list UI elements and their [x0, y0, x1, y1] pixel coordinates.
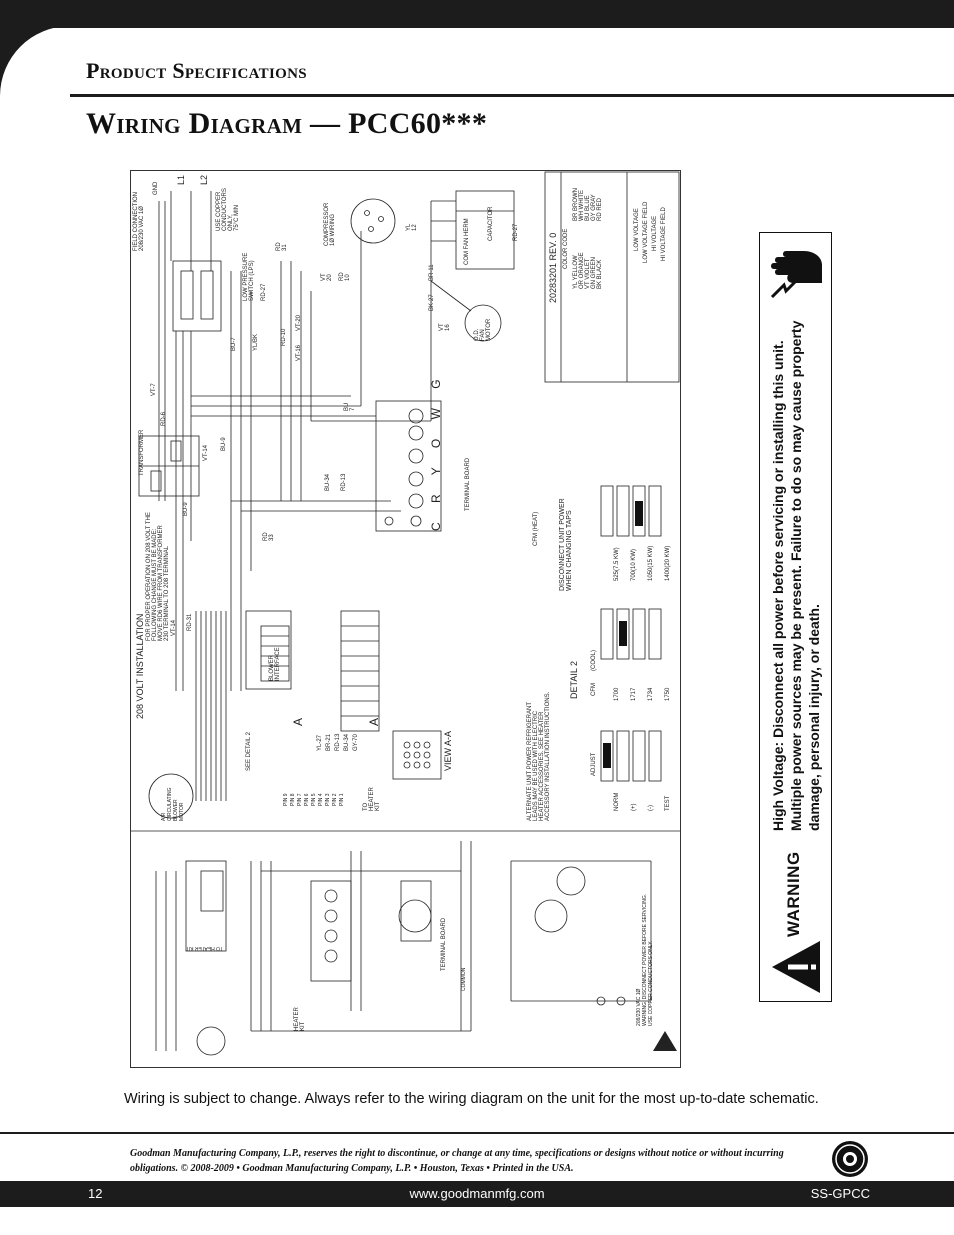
gnd-label: GND [153, 181, 159, 195]
copper-note: USE COPPER CONDUCTORS ONLY, 75°C MIN [216, 188, 240, 231]
wire-rd33: RD 33 [263, 532, 275, 541]
warning-lead: High Voltage: [770, 741, 786, 831]
revision-label: 20283201 REV. 0 [548, 232, 558, 303]
view-aa-label: VIEW A-A [443, 730, 453, 771]
wire-rd10b: RD-10 [281, 328, 287, 346]
wire-yl12: YL 12 [406, 223, 418, 231]
warning-label: WARNING [784, 851, 803, 937]
warning-triangle-icon [772, 941, 820, 993]
wire-bu9: BU-9 [221, 437, 227, 451]
alternate-note: ALTERNATE UNIT POWER REFRIGERANT LEADS M… [527, 691, 551, 821]
cfm-heat-label: CFM (HEAT) [533, 511, 539, 546]
goodman-seal-icon [832, 1141, 868, 1177]
electric-shock-icon [770, 251, 822, 299]
wire-bu9b: BU-9 [183, 502, 189, 516]
section-a-marker-2: A [367, 717, 381, 726]
wire-rd31b: RD-31 [187, 613, 193, 631]
common-label: COMMON [461, 967, 467, 991]
field-connection-label: FIELD CONNECTION 208/230 VAC 1Ø [133, 191, 145, 251]
diagram-caption: Wiring is subject to change. Always refe… [124, 1091, 819, 1107]
cool-label: (COOL) [591, 650, 597, 671]
terminal-letters: C R Y O W G [429, 371, 443, 531]
wire-vt14b: VT-14 [171, 619, 177, 636]
to-heater-kit-label: TO HEATER KIT [363, 787, 381, 811]
legend-low-voltage-field: LOW VOLTAGE FIELD [643, 201, 649, 263]
wire-vt16b: VT-16 [296, 344, 302, 361]
warning-text: High Voltage: Disconnect all power befor… [769, 301, 823, 831]
cool-rows: 1700 1717 1734 1750 [614, 687, 671, 701]
to-heater-kit-2-label: TO HEATER KIT [185, 945, 223, 951]
adjust-rows: NORM (+) (-) TEST [614, 792, 671, 811]
terminal-board-label: TERMINAL BOARD [465, 457, 471, 511]
wiring-schematic [131, 171, 680, 1056]
website-link[interactable]: www.goodmanmfg.com [409, 1186, 545, 1201]
pin-labels: PIN 9 PIN 8 PIN 7 PIN 6 PIN 5 PIN 4 PIN … [283, 793, 345, 806]
install-208-text: FOR PROPER OPERATION ON 208 VOLT THE FOL… [146, 512, 170, 641]
disconnect-note: DISCONNECT UNIT POWER WHEN CHANGING TAPS [559, 498, 573, 591]
wire-vt16: VT 16 [439, 323, 451, 331]
footer-rule [0, 1132, 954, 1134]
heat-rows: 525(7.5 KW) 700(10 KW) 1050(15 KW) 1400(… [614, 545, 671, 581]
cfm-label: CFM [591, 683, 597, 696]
page-number: 12 [88, 1186, 103, 1201]
color-code-right: BR BROWN WH WHITE BU BLUE GY GRAY RD RED [573, 188, 603, 221]
section-title: Product Specifications [86, 58, 307, 83]
high-voltage-warning: WARNING High Voltage: Disconnect all pow… [759, 232, 832, 1002]
wire-br11: BR-11 [429, 264, 435, 281]
color-code-title: COLOR CODE [563, 228, 569, 269]
lps-label: LOW PRESSURE SWITCH (LPS) [243, 252, 255, 301]
heater-kit-label: HEATER KIT [294, 1007, 306, 1031]
capacitor-label: CAPACITOR [488, 206, 494, 241]
wire-bu7: BU-7 [231, 337, 237, 351]
blower-interface-label: BLOWER INTERFACE [269, 647, 281, 681]
air-blower-label: AIR CIRCULATING BLOWER MOTOR [161, 787, 185, 821]
section-a-marker-1: A [291, 717, 305, 726]
footer-bar: 12 www.goodmanmfg.com SS-GPCC [0, 1181, 954, 1207]
wire-bu34: BU-34 [325, 473, 331, 491]
adjust-label: ADJUST [591, 752, 597, 776]
wire-rd27: RD-27 [513, 223, 519, 241]
compressor-label: COMPRESSOR 1Ø WIRING [324, 202, 336, 246]
header-corner-curve [0, 28, 70, 140]
header-bar [0, 0, 954, 28]
transformer-label: TRANSFORMER [139, 429, 145, 476]
legend-hi-voltage-field: HI VOLTAGE FIELD [661, 207, 667, 261]
l2-label: L2 [199, 174, 209, 185]
legend-low-voltage: LOW VOLTAGE [634, 208, 640, 251]
bottom-warning-note: 208/230 VAC 1Ø WARNING: DISCONNECT POWER… [636, 893, 654, 1026]
footer-disclaimer: Goodman Manufacturing Company, L.P., res… [130, 1148, 784, 1174]
wire-vt20: VT 20 [321, 273, 333, 281]
wire-vt14: VT-14 [203, 444, 209, 461]
install-208-title: 208 VOLT INSTALLATION [135, 613, 145, 719]
document-code: SS-GPCC [810, 1186, 870, 1201]
wire-bu7b: BU 7 [344, 402, 356, 411]
wire-vt7: VT-7 [151, 383, 157, 396]
capacitor-terminals: COM FAN HERM [464, 218, 470, 265]
wire-rd31: RD 31 [276, 242, 288, 251]
wire-ylbk: YL/BK [253, 333, 259, 351]
wire-labels: YL-27 BR-21 RD-13 BU-34 GY-70 [317, 733, 359, 751]
l1-label: L1 [176, 174, 186, 185]
wire-vt20b: VT-20 [296, 314, 302, 331]
legend-hi-voltage: HI VOLTAGE [652, 215, 658, 251]
page-title: Wiring Diagram — PCC60*** [86, 107, 488, 140]
wire-rd10: RD 10 [339, 272, 351, 281]
see-detail-label: SEE DETAIL 2 [246, 731, 252, 771]
wiring-diagram: FIELD CONNECTION 208/230 VAC 1Ø GND L1 L… [130, 170, 681, 1068]
terminal-board-2-label: TERMINAL BOARD [441, 917, 447, 971]
header-rule [70, 94, 954, 97]
color-code-left: YL YELLOW OR ORANGE VT VIOLET GN GREEN B… [573, 252, 603, 289]
wire-bk27: BK-27 [429, 294, 435, 311]
detail-2-label: DETAIL 2 [569, 660, 579, 699]
wire-rd27b: RD-27 [261, 283, 267, 301]
wire-rd6: RD-6 [161, 411, 167, 426]
od-fan-label: O.D. FAN MOTOR [474, 318, 492, 341]
wire-rd13: RD-13 [341, 473, 347, 491]
